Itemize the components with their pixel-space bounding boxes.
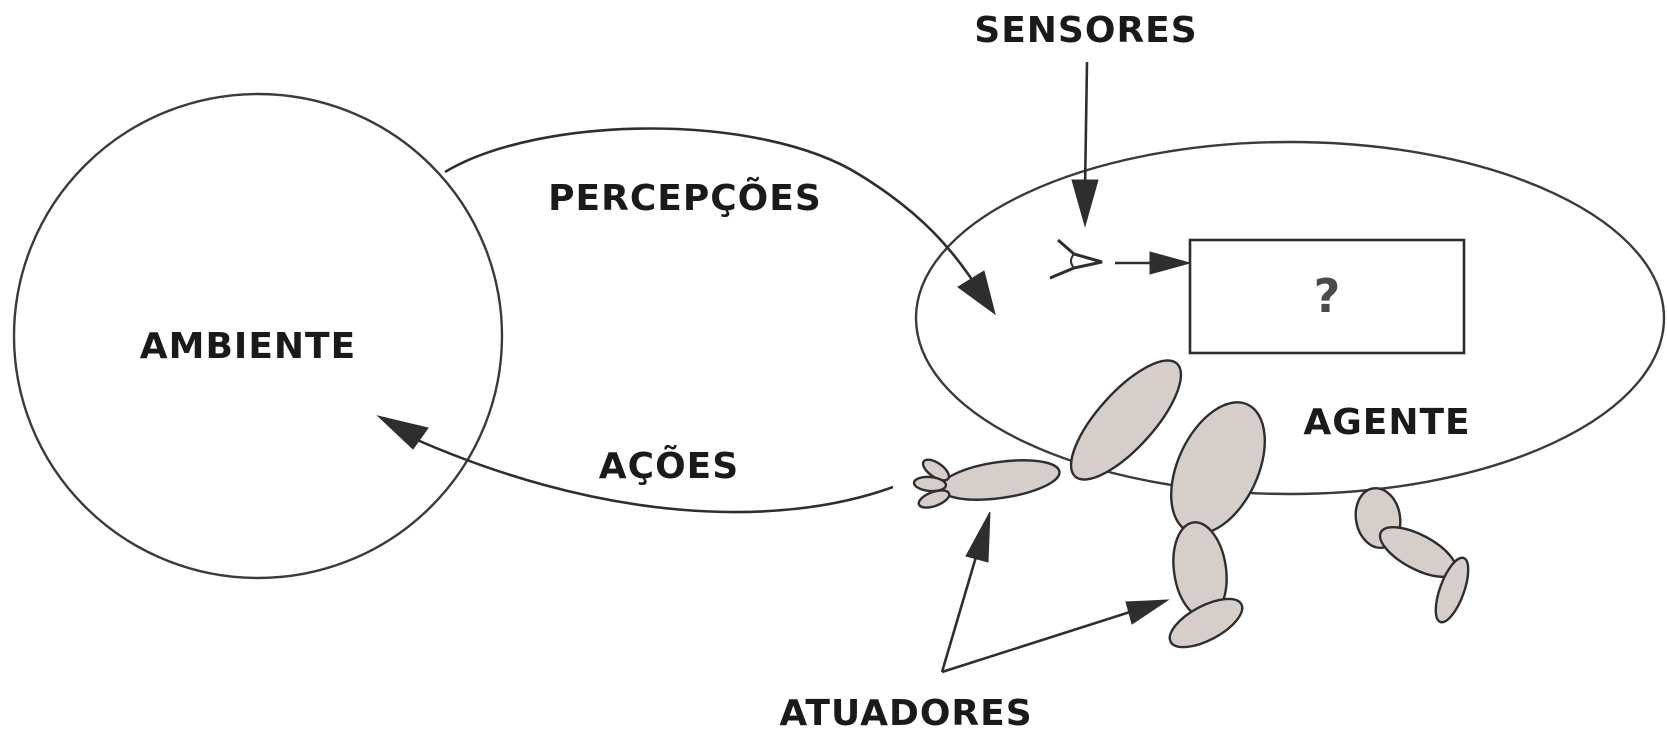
rear-foot: [1434, 556, 1470, 624]
front-thigh: [1170, 401, 1266, 535]
sensors-arrowhead: [1071, 179, 1099, 228]
actuators-arrow-hand: [940, 549, 980, 673]
upper-arm: [1069, 359, 1183, 481]
environment-label: AMBIENTE: [140, 326, 356, 367]
hand-finger-bottom: [917, 489, 951, 509]
agent-label: AGENTE: [1303, 402, 1470, 443]
forearm: [939, 459, 1061, 501]
sensors-label: SENSORES: [974, 10, 1197, 51]
agent-program-question-mark: ?: [1314, 269, 1341, 323]
actuators-arrowhead-leg: [1125, 599, 1170, 625]
actions-arrowhead: [376, 415, 429, 450]
environment-circle: [12, 92, 504, 580]
actuators-arrowhead-hand: [965, 511, 991, 563]
actuators-arrow-leg: [941, 610, 1131, 674]
sensor-eye-inner: [1070, 253, 1075, 269]
front-foot: [1168, 597, 1244, 649]
agent-program-box: [1188, 238, 1466, 355]
sensors-arrow: [1083, 61, 1089, 191]
perceptions-label: PERCEPÇÕES: [548, 177, 822, 219]
eye-to-box-arrowhead: [1149, 251, 1192, 275]
actions-arrow: [394, 428, 894, 514]
perceptions-arrowhead: [957, 270, 996, 316]
sensor-eye-icon: [1049, 238, 1103, 280]
actuators-label: ATUADORES: [779, 693, 1032, 732]
hand-finger-mid: [912, 475, 948, 493]
perceptions-arrow: [444, 127, 987, 301]
hand-finger-top: [921, 458, 951, 482]
agent-ellipse: [914, 140, 1666, 496]
actions-label: AÇÕES: [599, 445, 739, 487]
